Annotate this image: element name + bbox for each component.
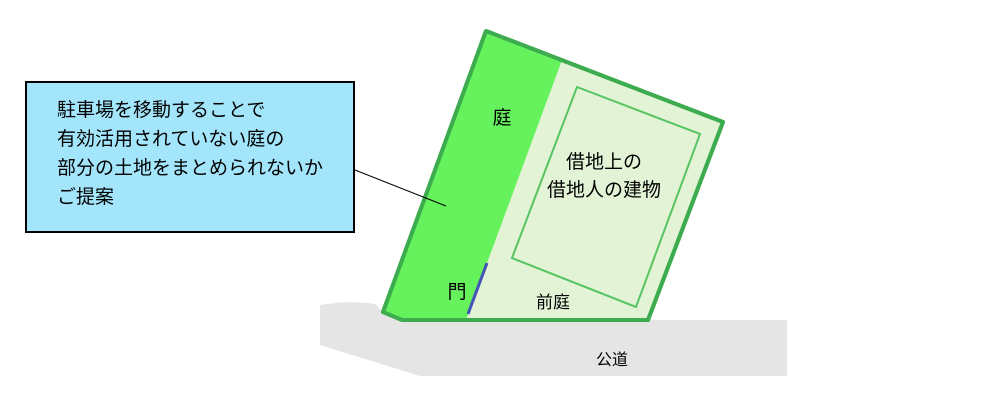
- callout-line-2: 有効活用されていない庭の: [57, 128, 285, 150]
- proposal-callout: 駐車場を移動することで 有効活用されていない庭の 部分の土地をまとめられないか …: [25, 81, 355, 233]
- public-road-label: 公道: [596, 350, 628, 369]
- callout-line-4: ご提案: [57, 186, 115, 208]
- callout-line-3: 部分の土地をまとめられないか: [57, 157, 324, 179]
- garden-area: [383, 31, 562, 320]
- front-garden-label: 前庭: [536, 293, 570, 313]
- garden-label: 庭: [492, 107, 511, 129]
- gate-line: [466, 262, 489, 315]
- land-lot-outline: [381, 29, 725, 322]
- building-label-line2: 借地人の建物: [547, 179, 661, 201]
- callout-pointer: [354, 169, 447, 207]
- building-label-line1: 借地上の: [566, 151, 642, 173]
- building-outline: [510, 85, 702, 309]
- gate-label: 門: [447, 281, 466, 303]
- callout-line-1: 駐車場を移動することで: [57, 99, 266, 121]
